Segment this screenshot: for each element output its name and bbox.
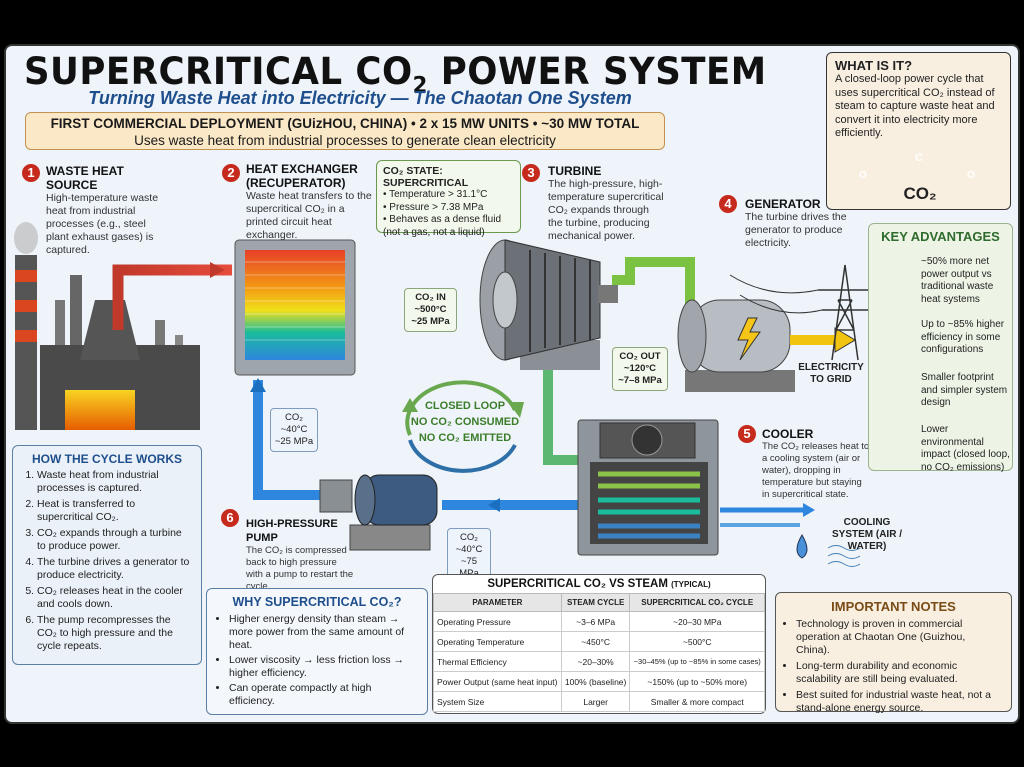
banner-headline: FIRST COMMERCIAL DEPLOYMENT (GUizHOU, CH… [50,116,640,131]
water-drop-icon [796,534,808,559]
cycle-step: CO₂ expands through a turbine to produce… [37,527,193,553]
cycle-step: Heat is transferred to supercritical CO₂… [37,498,193,524]
step-text: The CO₂ is compressed back to high press… [246,545,354,592]
key-advantages-title: KEY ADVANTAGES [881,229,1000,244]
step-title: HIGH-PRESSURE PUMP [246,518,338,544]
advantage-item: Smaller footprint and simpler system des… [921,372,1008,408]
page-title: SUPERCRITICAL CO2 POWER SYSTEM [24,50,767,99]
table-row: Operating Temperature~450°C~500°C [433,631,765,652]
co2-state-item: Behaves as a dense fluid (not a gas, not… [383,214,514,239]
step-number-6: 6 [221,509,239,527]
step-text: High-temperature waste heat from industr… [46,192,159,256]
generator-illustration [677,299,856,392]
note-item: Long-term durability and economic scalab… [796,660,1001,686]
why-item: Higher energy density than steam → more … [229,613,417,652]
turbine-illustration [479,239,618,370]
column-header: STEAM CYCLE [560,593,631,612]
step-number-5: 5 [738,425,756,443]
why-item: Lower viscosity → less friction loss → h… [229,654,417,680]
step-title: GENERATOR [745,197,821,211]
step-pump: HIGH-PRESSURE PUMP The CO₂ is compressed… [246,517,356,593]
co2-out-label: CO₂ OUT~120°C~7–8 MPa [612,347,668,391]
factory-illustration [14,222,200,430]
what-is-it-title: WHAT IS IT? [835,58,913,73]
atom-label: O [967,170,975,181]
co2-state-item: Pressure > 7.38 MPa [383,202,514,215]
advantage-item: ~50% more net power output vs traditiona… [921,256,994,305]
why-item: Can operate compactly at high efficiency… [229,682,417,708]
table-row: Operating Pressure~3–6 MPa~20–30 MPa [433,611,765,632]
key-advantages-box: KEY ADVANTAGES ~50% more net power outpu… [868,223,1013,473]
step-text: The CO₂ releases heat to a cooling syste… [762,441,870,500]
step-waste-heat-source: WASTE HEAT SOURCE High-temperature waste… [46,164,171,257]
column-header: PARAMETER [433,593,562,612]
cooler-illustration [577,419,719,556]
step-text: The turbine drives the generator to prod… [745,211,847,249]
cycle-step: The pump recompresses the CO₂ to high pr… [37,614,193,653]
cycle-step: Waste heat from industrial processes is … [37,469,193,495]
important-notes-box: IMPORTANT NOTES Technology is proven in … [775,592,1012,715]
advantage-item: Up to ~85% higher efficiency in some con… [921,319,1005,355]
comparison-table: SUPERCRITICAL CO₂ VS STEAM (TYPICAL) PAR… [432,574,766,714]
co2-pump-outlet-label: CO₂~40°C~25 MPa [270,408,318,452]
step-number-3: 3 [522,164,540,182]
atom-label: C [915,152,923,164]
co2-in-label: CO₂ IN~500°C~25 MPa [404,288,457,332]
advantage-item: Lower environmental impact (closed loop,… [921,424,1010,473]
pump-illustration [319,474,438,551]
what-is-it-box: WHAT IS IT? A closed-loop power cycle th… [826,52,1011,210]
molecule-label: CO₂ [903,184,937,203]
deployment-banner: FIRST COMMERCIAL DEPLOYMENT (GUizHOU, CH… [25,112,665,150]
step-title: COOLER [762,427,814,441]
comparison-title: SUPERCRITICAL CO₂ VS STEAM (TYPICAL) [487,578,711,590]
step-title: TURBINE [548,164,602,178]
power-pylon-illustration [729,264,872,361]
step-title: HEAT EXCHANGER (RECUPERATOR) [246,162,358,190]
step-number-4: 4 [719,195,737,213]
step-generator: GENERATOR The turbine drives the generat… [745,197,853,250]
co2-state-item: Temperature > 31.1°C [383,189,514,202]
step-title: WASTE HEAT SOURCE [46,164,124,192]
step-heat-exchanger: HEAT EXCHANGER (RECUPERATOR) Waste heat … [246,162,374,242]
electricity-to-grid-label: ELECTRICITY TO GRID [798,362,864,385]
step-text: The high-pressure, high-temperature supe… [548,178,664,242]
notes-title: IMPORTANT NOTES [831,599,956,614]
atom-label: O [859,170,867,181]
page-subtitle: Turning Waste Heat into Electricity — Th… [88,88,632,108]
step-cooler: COOLER The CO₂ releases heat to a coolin… [762,427,870,501]
note-item: Best suited for industrial waste heat, n… [796,689,1001,715]
heat-exchanger-illustration [234,239,356,376]
banner-subline: Uses waste heat from industrial processe… [134,133,556,148]
why-title: WHY SUPERCRITICAL CO₂? [232,595,402,609]
cycle-step: The turbine drives a generator to produc… [37,556,193,582]
what-is-it-text: A closed-loop power cycle that uses supe… [835,73,995,139]
step-text: Waste heat transfers to the supercritica… [246,190,372,241]
step-turbine: TURBINE The high-pressure, high-temperat… [548,164,666,243]
co2-state-title: CO₂ STATE: SUPERCRITICAL [383,165,469,189]
how-cycle-works-title: HOW THE CYCLE WORKS [32,452,182,466]
how-cycle-works-box: HOW THE CYCLE WORKS Waste heat from indu… [12,445,202,665]
why-supercritical-box: WHY SUPERCRITICAL CO₂? Higher energy den… [206,588,428,715]
column-header: SUPERCRITICAL CO₂ CYCLE [629,593,765,612]
table-row: Power Output (same heat input)100% (base… [433,671,765,692]
table-row: Thermal Efficiency~20–30%~30–45% (up to … [433,651,765,672]
step-number-1: 1 [22,164,40,182]
cycle-step: CO₂ releases heat in the cooler and cool… [37,585,193,611]
note-item: Technology is proven in commercial opera… [796,618,1001,657]
co2-state-box: CO₂ STATE: SUPERCRITICAL Temperature > 3… [376,160,521,238]
step-number-2: 2 [222,164,240,182]
cooling-system-label: COOLING SYSTEM (AIR / WATER) [831,517,902,552]
